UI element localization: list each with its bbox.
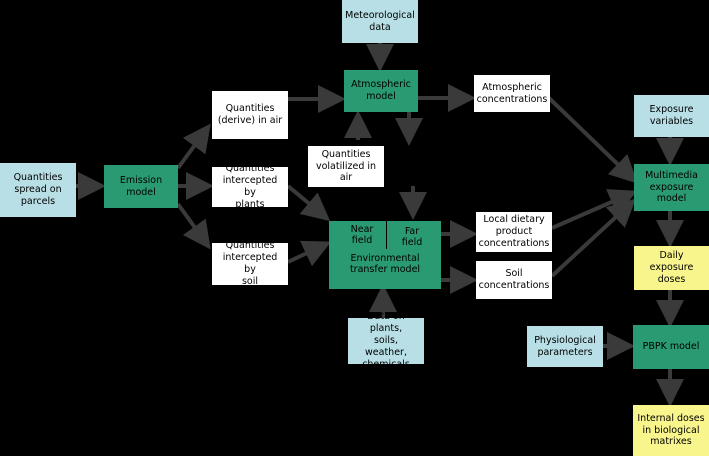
arrow-soil-to-transfer [287, 240, 332, 267]
arrow-emission-to-soil [176, 202, 211, 250]
arrow-atmconc-to-multimedia [547, 96, 638, 184]
arrow-emission-to-air [176, 123, 211, 170]
pbpk-model-node: PBPK model [633, 325, 709, 369]
daily-exposure-doses-node: Daily exposure doses [634, 246, 709, 290]
quantities-plants-node: Quantities intercepted by plants [212, 163, 288, 210]
meteorological-data-node: Meteorological data [342, 0, 418, 43]
arrow-soilconc-to-multimedia [550, 198, 636, 278]
atmospheric-model-node: Atmospheric model [344, 70, 418, 112]
quantities-volatilized-node: Quantities volatilized in air [308, 146, 384, 187]
environmental-transfer-model-node: Near field Far field Environmental trans… [329, 221, 441, 289]
local-dietary-node: Local dietary product concentrations [476, 212, 552, 252]
multimedia-exposure-model-node: Multimedia exposure model [634, 164, 709, 211]
environmental-transfer-label: Environmental transfer model [349, 253, 421, 276]
field-divider [386, 221, 387, 249]
far-field-label: Far field [401, 226, 423, 249]
internal-doses-node: Internal doses in biological matrixes [633, 405, 709, 456]
arrow-plants-to-transfer [286, 184, 331, 222]
emission-model-node: Emission model [104, 165, 178, 208]
data-on-plants-node: Data on plants, soils, weather, chemical… [348, 311, 424, 370]
quantities-air-node: Quantities (derive) in air [212, 91, 288, 139]
physiological-parameters-node: Physiological parameters [527, 326, 603, 367]
arrow-dietary-to-multimedia [551, 189, 638, 230]
quantities-spread-node: Quantities spread on parcels [0, 163, 76, 217]
atmospheric-concentrations-node: Atmospheric concentrations [474, 75, 550, 112]
quantities-soil-node: Quantities intercepted by soil [212, 240, 288, 287]
exposure-variables-node: Exposure variables [634, 95, 709, 137]
near-field-label: Near field [350, 224, 374, 247]
soil-concentrations-node: Soil concentrations [476, 261, 552, 299]
